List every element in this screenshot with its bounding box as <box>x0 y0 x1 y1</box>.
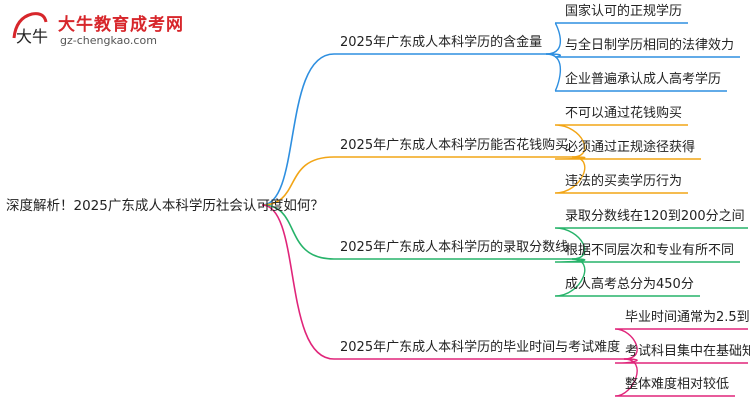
leaf-connector <box>554 258 700 297</box>
leaf-topic: 不可以通过花钱购买 <box>565 106 683 121</box>
leaf-connector <box>614 358 748 364</box>
leaf-connector <box>614 328 748 360</box>
logo-mark-text: 大牛 <box>16 27 48 46</box>
branch-topic: 2025年广东成人本科学历的毕业时间与考试难度 <box>340 340 621 355</box>
logo-mark-icon: 大牛 <box>12 12 48 46</box>
leaf-topic: 整体难度相对较低 <box>625 377 730 392</box>
leaf-topic: 企业普遍承认成人高考学历 <box>565 72 722 87</box>
leaf-connector <box>554 156 701 160</box>
leaf-topic: 成人高考总分为450分 <box>565 277 694 292</box>
leaf-connector <box>545 53 727 92</box>
leaf-topic: 根据不同层次和专业有所不同 <box>565 243 735 258</box>
leaf-topic: 必须通过正规途径获得 <box>565 140 696 155</box>
leaf-topic: 违法的买卖学历行为 <box>565 174 683 189</box>
branch-connector <box>261 156 572 206</box>
leaf-topic: 录取分数线在120到200分之间 <box>565 209 745 224</box>
leaf-connector <box>545 53 740 58</box>
branch-topic: 2025年广东成人本科学历能否花钱购买 <box>340 138 569 153</box>
logo-url: gz-chengkao.com <box>60 34 157 47</box>
leaf-connector <box>554 156 688 194</box>
leaf-connector <box>554 258 740 263</box>
leaf-topic: 考试科目集中在基础知识 <box>625 344 750 359</box>
leaf-topic: 毕业时间通常为2.5到3年 <box>625 310 750 325</box>
leaf-connector <box>554 124 688 158</box>
branch-connector <box>261 53 546 206</box>
leaf-topic: 国家认可的正规学历 <box>565 4 683 19</box>
branch-topic: 2025年广东成人本科学历的录取分数线 <box>340 240 569 255</box>
site-logo[interactable]: 大牛 大牛教育成考网 gz-chengkao.com <box>8 8 183 50</box>
logo-title: 大牛教育成考网 <box>58 15 184 35</box>
leaf-connector <box>554 227 748 260</box>
branch-topic: 2025年广东成人本科学历的含金量 <box>340 35 543 50</box>
root-topic: 深度解析！2025广东成人本科学历社会认可度如何？ <box>6 198 324 214</box>
leaf-connector <box>614 358 735 397</box>
branch-connector <box>261 204 624 360</box>
leaf-topic: 与全日制学历相同的法律效力 <box>565 38 735 53</box>
leaf-connector <box>545 22 688 55</box>
branch-connector <box>261 204 572 260</box>
